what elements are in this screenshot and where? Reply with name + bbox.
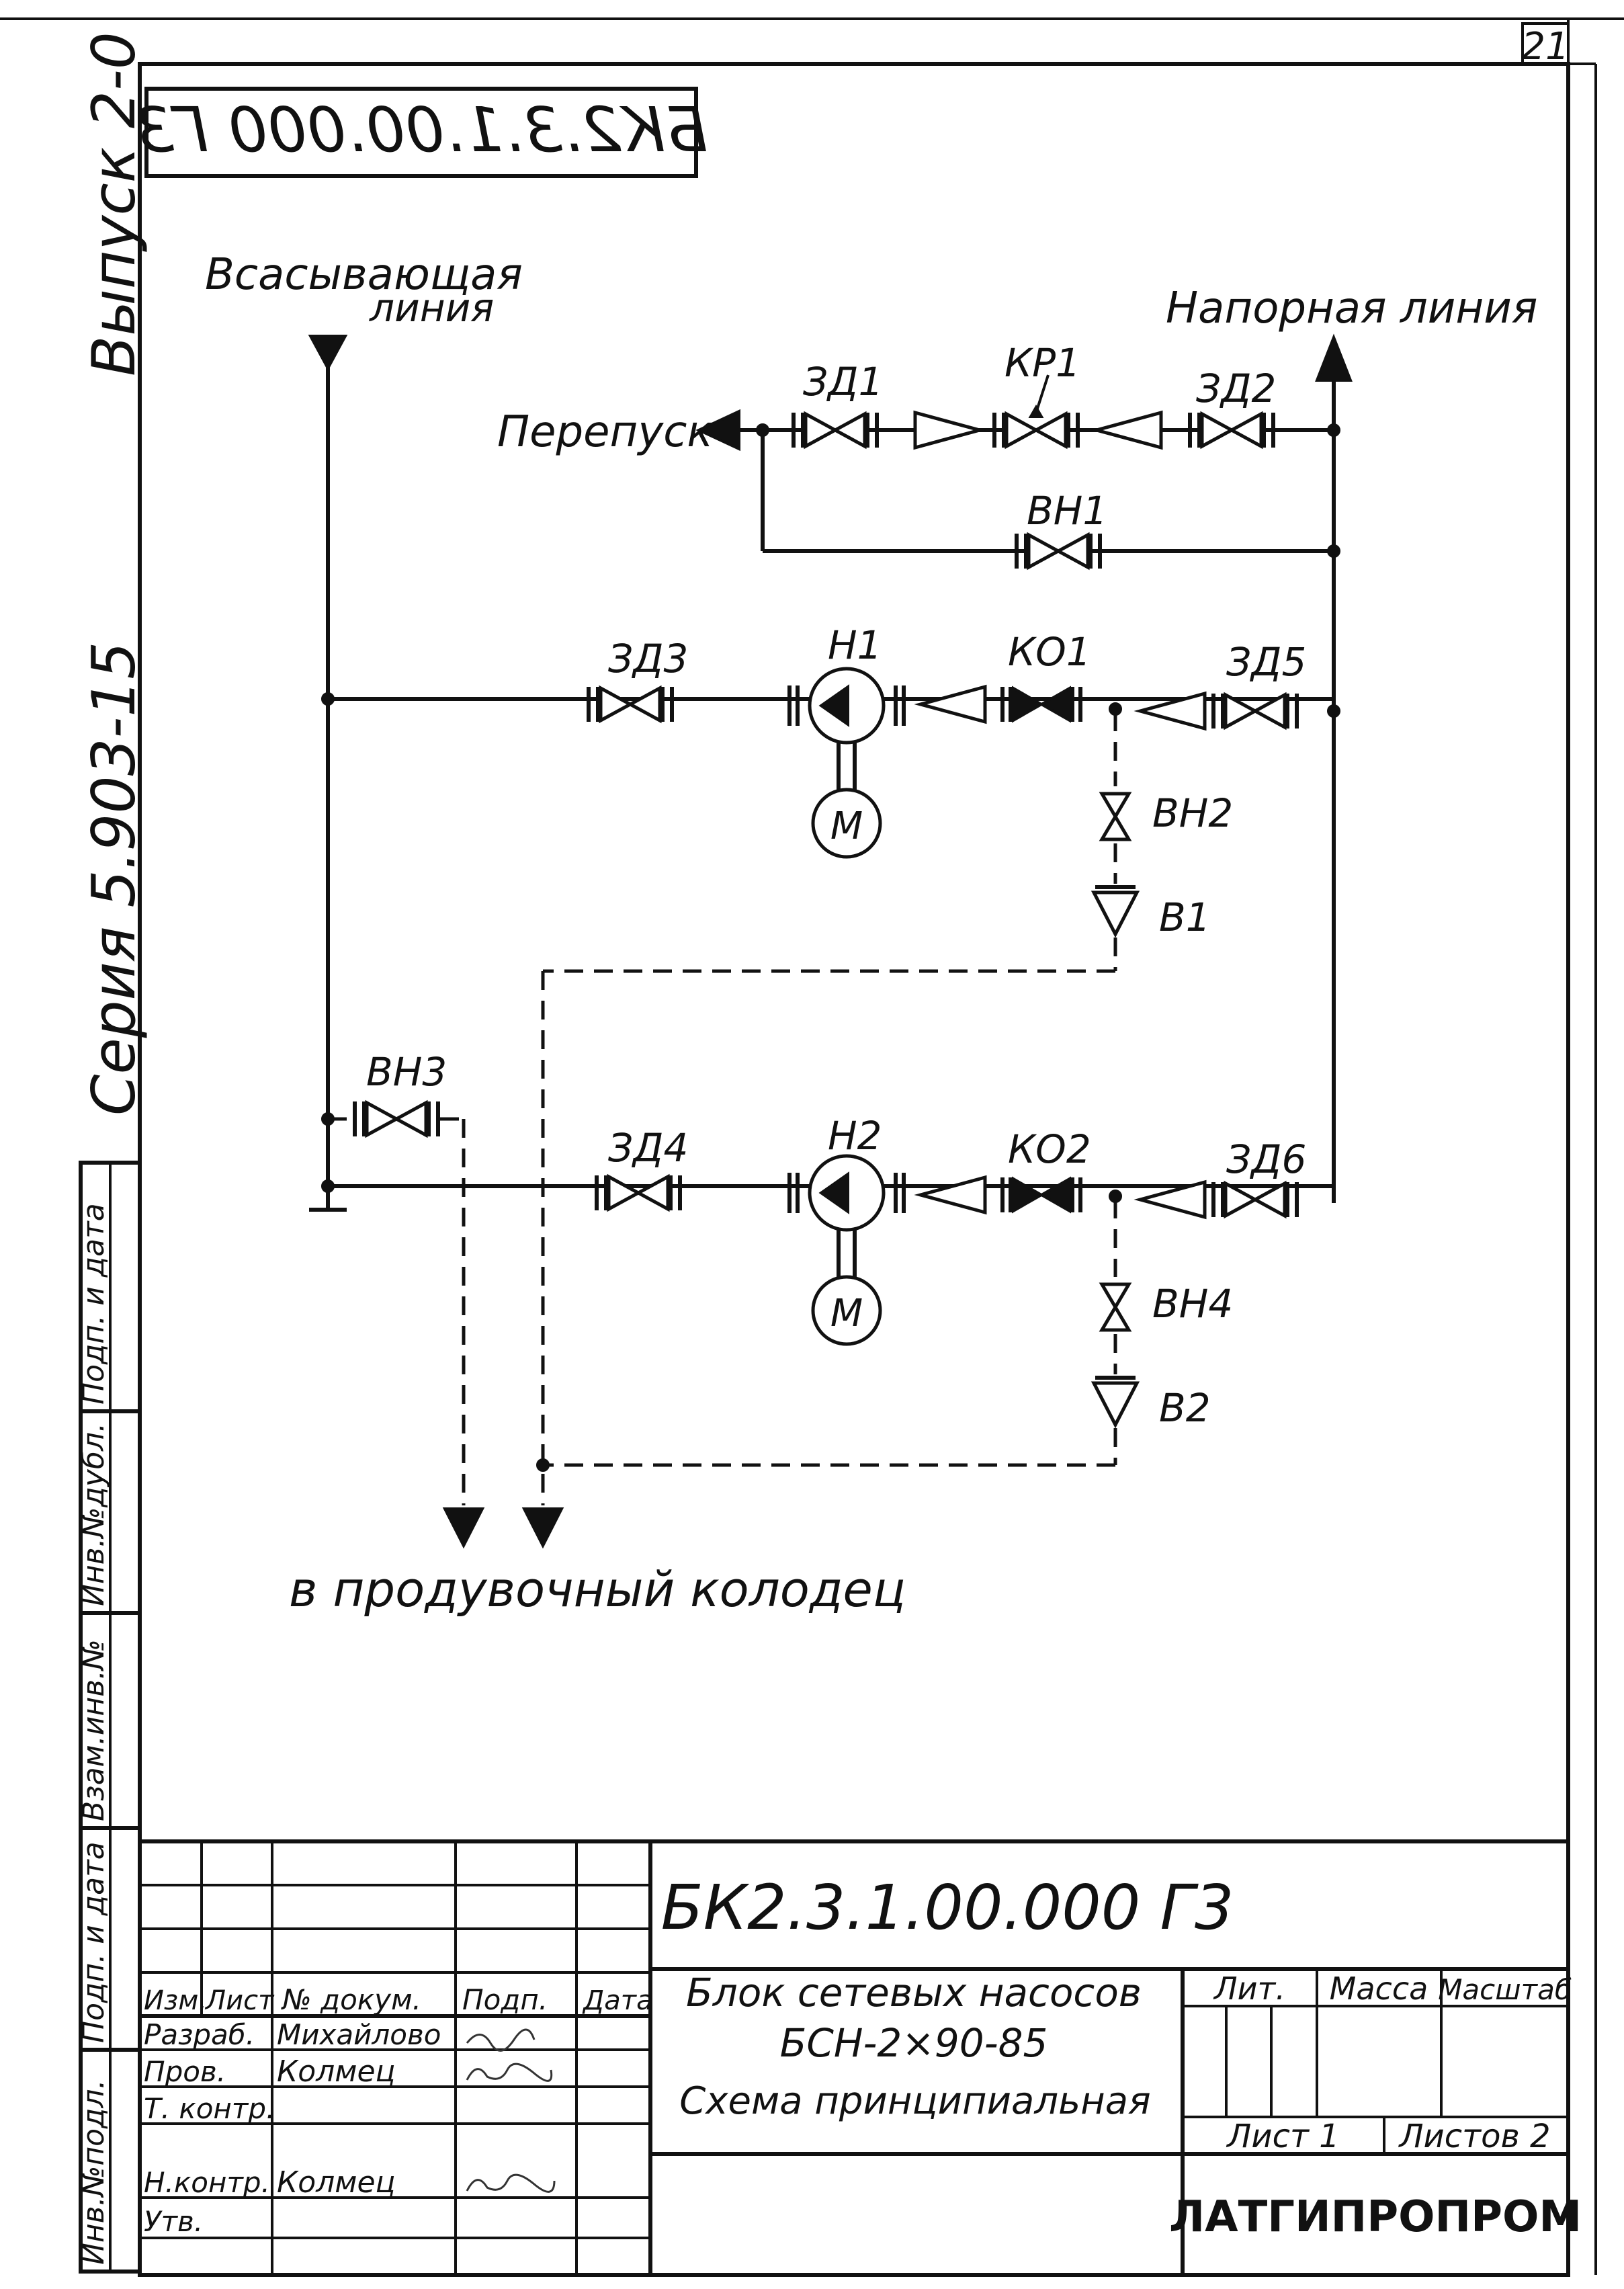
pump-n2-label: Н2 bbox=[828, 1113, 882, 1159]
valve-zd2-icon bbox=[1190, 413, 1273, 448]
signature-nkontr bbox=[466, 2173, 556, 2193]
bypass-arrow-icon bbox=[695, 409, 740, 452]
valve-zd5-label: ЗД5 bbox=[1226, 639, 1306, 685]
check-valve-ko2-icon bbox=[1002, 1177, 1080, 1212]
sheet-index: Лист 1 bbox=[1226, 2118, 1339, 2155]
reducer-3-icon bbox=[921, 687, 985, 722]
pressure-arrow-icon bbox=[1315, 333, 1353, 382]
col-list: Лист bbox=[204, 1985, 275, 2016]
valve-vn3-icon bbox=[355, 1101, 438, 1136]
pump-n1-label: Н1 bbox=[828, 622, 882, 668]
stamp-col-5: Подп. и дата bbox=[77, 1203, 111, 1405]
sheet-number-box bbox=[1521, 22, 1570, 65]
pressure-label: Напорная линия bbox=[1166, 284, 1537, 333]
col-sign: Подп. bbox=[462, 1983, 548, 2016]
valve-vn1-label: ВН1 bbox=[1027, 488, 1107, 534]
col-doc: № докум. bbox=[281, 1983, 421, 2016]
suction-arrow-icon bbox=[308, 335, 348, 372]
bypass-label: Перепуск bbox=[497, 407, 713, 457]
lit-header: Лит. bbox=[1213, 1970, 1285, 2007]
role-nkontr: Н.контр. bbox=[144, 2166, 270, 2199]
valve-zd1-icon bbox=[794, 413, 877, 448]
stamp-col-2: Подп. и дата bbox=[77, 1841, 111, 2043]
suction-label-1: Всасывающая bbox=[205, 250, 523, 300]
col-date: Дата bbox=[582, 1985, 653, 2016]
check-valve-ko2-label: КО2 bbox=[1008, 1126, 1091, 1172]
valve-vn2-label: ВН2 bbox=[1152, 790, 1233, 836]
valve-zd4-label: ЗД4 bbox=[608, 1125, 688, 1171]
stamp-col-3: Взам.инв.№ bbox=[77, 1639, 111, 1821]
title-code: БК2.3.1.00.000 Г3 bbox=[661, 1872, 1234, 1944]
stamp-col-4: Инв.№дубл. bbox=[77, 1423, 111, 1606]
valve-zd1-label: ЗД1 bbox=[803, 359, 883, 405]
check-valve-ko1-label: КО1 bbox=[1008, 629, 1091, 675]
valve-zd4-icon bbox=[597, 1175, 680, 1210]
motor-m2-icon bbox=[811, 1275, 882, 1346]
valve-vn4-icon bbox=[1102, 1284, 1129, 1330]
funnel-v1-icon bbox=[1091, 890, 1140, 938]
reducer-1-icon bbox=[915, 413, 980, 448]
signature-razrab bbox=[466, 2028, 536, 2052]
title-name-1: Блок сетевых насосов bbox=[686, 1970, 1142, 2015]
valve-vn4-label: ВН4 bbox=[1152, 1281, 1233, 1327]
sheet-number: 21 bbox=[1521, 25, 1569, 69]
title-block: Изм. Лист № докум. Подп. Дата Разраб. Пр… bbox=[140, 1839, 1582, 2275]
valve-vn3-label: ВН3 bbox=[366, 1049, 447, 1095]
suction-label-2: линия bbox=[369, 285, 494, 331]
funnel-v2-label: В2 bbox=[1159, 1385, 1211, 1431]
funnel-v2-icon bbox=[1091, 1381, 1140, 1429]
role-prov: Пров. bbox=[144, 2055, 226, 2088]
reducer-2-icon bbox=[1097, 413, 1161, 448]
valve-vn2-icon bbox=[1102, 794, 1129, 839]
issue-label: Выпуск 2-0 bbox=[79, 32, 148, 376]
title-name-2: БСН-2×90-85 bbox=[780, 2020, 1048, 2066]
funnel-v1-label: В1 bbox=[1159, 894, 1211, 940]
role-tkontr: Т. контр. bbox=[144, 2092, 275, 2125]
name-nkontr: Колмец bbox=[277, 2165, 396, 2200]
valve-vn1-icon bbox=[1017, 534, 1100, 569]
valve-zd3-label: ЗД3 bbox=[608, 636, 688, 681]
masshtab-header: Масштаб bbox=[1438, 1973, 1572, 2006]
left-stamp-strip: Инв.№подл. Подп. и дата Взам.инв.№ Инв.№… bbox=[77, 1161, 142, 2274]
valve-zd3-icon bbox=[589, 687, 672, 722]
role-razrab: Разраб. bbox=[144, 2018, 255, 2051]
valve-kr1-label: КР1 bbox=[1005, 340, 1080, 386]
mirrored-drawing-code: БК2.3.1.00.000 Г3 bbox=[135, 94, 708, 166]
name-razrab: Михайлово bbox=[277, 2018, 441, 2051]
role-utv: Утв. bbox=[144, 2205, 203, 2238]
motor-m2-label: М bbox=[830, 1292, 863, 1335]
drain-destination-label: в продувочный колодец bbox=[289, 1561, 906, 1618]
col-izm: Изм. bbox=[144, 1985, 207, 2016]
name-prov: Колмец bbox=[277, 2054, 396, 2089]
reducer-5-icon bbox=[921, 1177, 985, 1212]
series-label: Серия 5.903-15 bbox=[79, 642, 148, 1116]
organization-name: ЛАТГИПРОПРОМ bbox=[1169, 2192, 1582, 2242]
stamp-col-1: Инв.№подл. bbox=[77, 2079, 111, 2265]
signature-prov bbox=[466, 2063, 553, 2082]
motor-m1-icon bbox=[811, 788, 882, 859]
sheet-total: Листов 2 bbox=[1398, 2118, 1550, 2155]
valve-zd2-label: ЗД2 bbox=[1196, 366, 1276, 411]
mirrored-code-box: БК2.3.1.00.000 Г3 bbox=[135, 87, 708, 178]
motor-m1-label: М bbox=[830, 804, 863, 848]
massa-header: Масса bbox=[1330, 1970, 1428, 2007]
check-valve-ko1-icon bbox=[1002, 687, 1080, 722]
valve-zd6-label: ЗД6 bbox=[1226, 1136, 1306, 1182]
drain-arrow-2-icon bbox=[442, 1507, 485, 1549]
drain-arrow-1-icon bbox=[521, 1507, 564, 1549]
piping-schematic: Всасывающая линия Напорная линия Перепус… bbox=[205, 250, 1537, 1618]
title-name-3: Схема принципиальная bbox=[679, 2079, 1150, 2123]
